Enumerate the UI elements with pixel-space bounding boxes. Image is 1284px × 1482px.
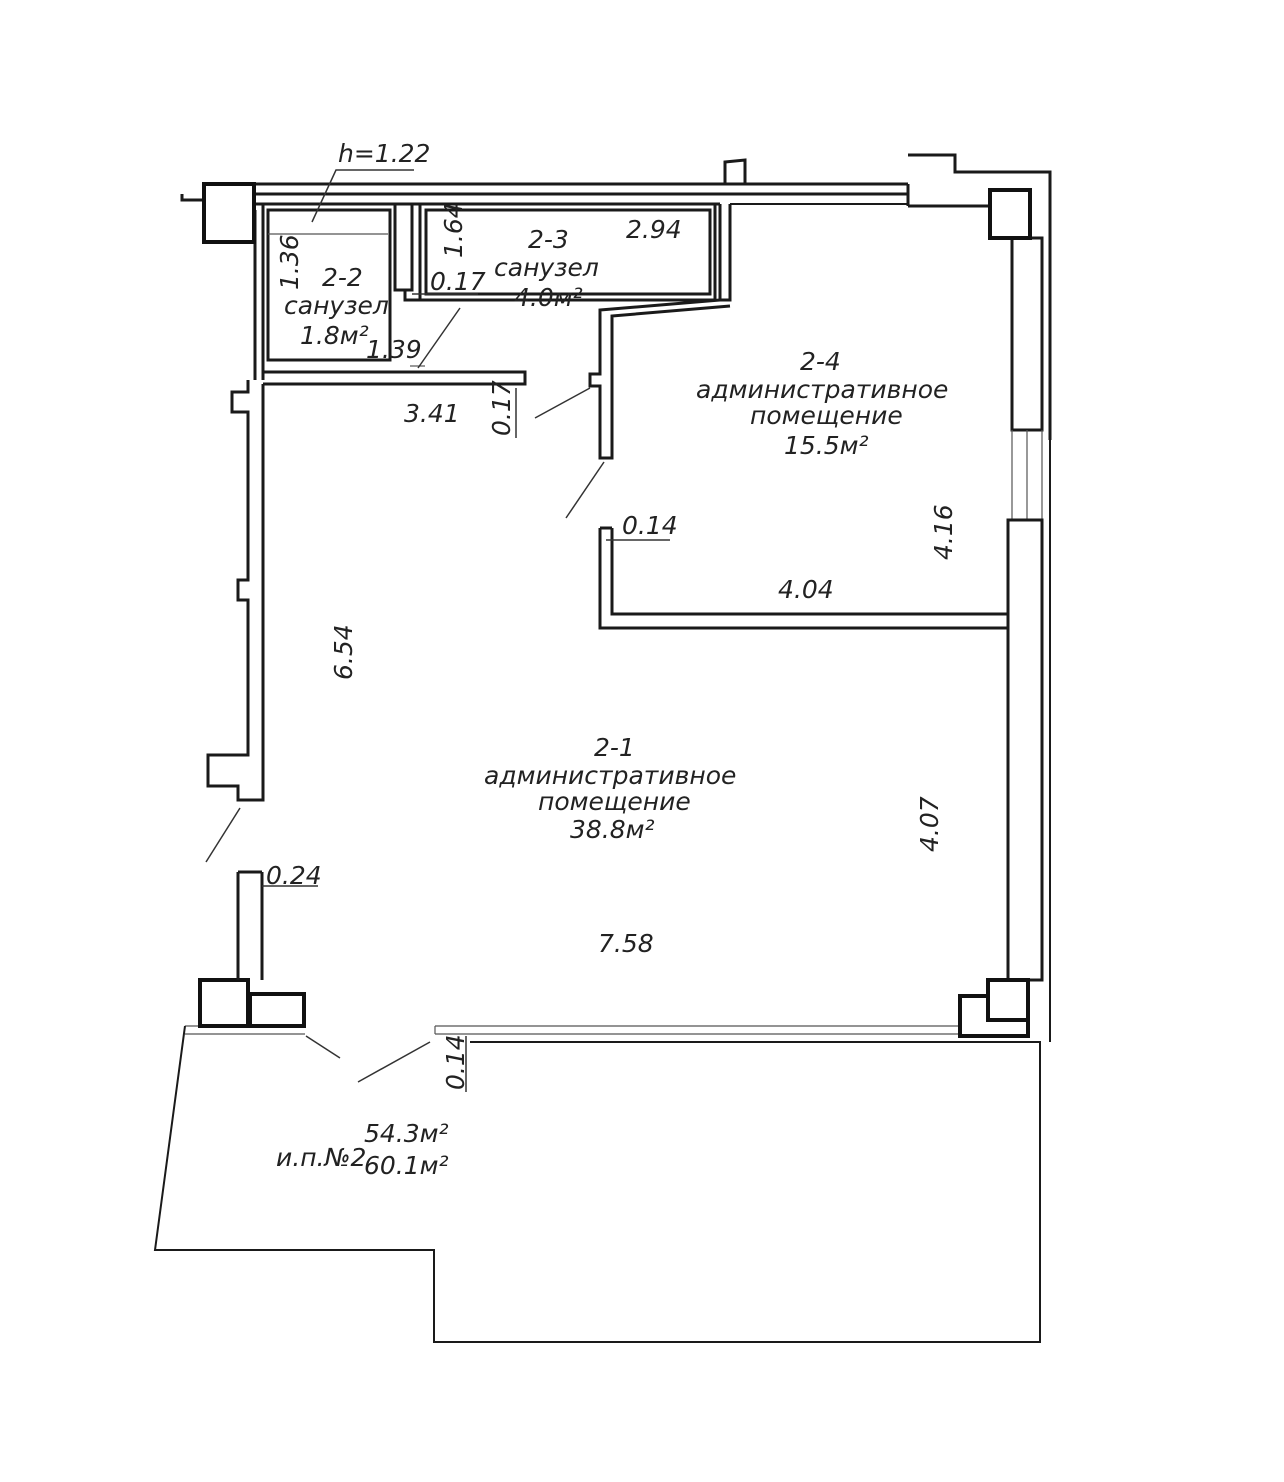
dim-6-54: 6.54 bbox=[329, 624, 358, 680]
dim-0-14-a: 0.14 bbox=[622, 511, 678, 540]
dim-3-41: 3.41 bbox=[404, 399, 460, 428]
dim-4-07: 4.07 bbox=[915, 796, 944, 852]
dim-4-04: 4.04 bbox=[778, 575, 834, 604]
dim-1-39: 1.39 bbox=[366, 335, 422, 364]
room-2-4-name-line2: помещение bbox=[750, 401, 903, 430]
column-bottom-left-2 bbox=[248, 992, 306, 1028]
top-wall-notch bbox=[723, 158, 747, 184]
column-bottom-left bbox=[198, 978, 250, 1028]
column-bottom-right-inner bbox=[986, 978, 1030, 1022]
room-2-1-number: 2-1 bbox=[594, 733, 635, 762]
room-2-4-name-line1: административное bbox=[696, 375, 948, 404]
room-2-2-name: санузел bbox=[284, 291, 389, 320]
dim-0-24: 0.24 bbox=[266, 861, 322, 890]
room-2-2-area: 1.8м² bbox=[300, 321, 369, 350]
dim-1-64: 1.64 bbox=[439, 202, 468, 258]
door-leader-2-4 bbox=[534, 387, 591, 419]
room-2-4-area: 15.5м² bbox=[784, 431, 869, 460]
partition-2-4-bottom bbox=[598, 526, 1008, 630]
right-window-gap bbox=[1011, 430, 1043, 520]
room-2-1-name-line2: помещение bbox=[538, 787, 691, 816]
terrace-outline bbox=[153, 1025, 1041, 1343]
bottom-glazing bbox=[434, 1025, 960, 1035]
door-arc-2-4 bbox=[565, 461, 605, 519]
column-top-right bbox=[988, 188, 1032, 240]
entrance-door-line bbox=[205, 807, 241, 863]
room-2-2-number-label: 2-2 bbox=[322, 263, 363, 292]
column-top-left bbox=[202, 182, 256, 244]
dim-0-17-a: 0.17 bbox=[430, 267, 486, 296]
room-2-3-area: 4.0м² bbox=[514, 283, 583, 312]
room-2-4-number: 2-4 bbox=[800, 347, 841, 376]
left-wall bbox=[206, 210, 265, 802]
dim-7-58: 7.58 bbox=[598, 929, 654, 958]
right-wall-upper bbox=[1010, 236, 1044, 432]
dim-4-16: 4.16 bbox=[929, 504, 958, 560]
unit-area-1: 54.3м² bbox=[364, 1119, 449, 1148]
dim-0-14-b: 0.14 bbox=[441, 1034, 470, 1090]
leader-1-39 bbox=[417, 307, 461, 369]
room-2-1-name-line1: административное bbox=[484, 761, 736, 790]
dim-1-36: 1.36 bbox=[275, 234, 304, 290]
dim-h: h=1.22 bbox=[338, 139, 430, 168]
partition-2-4-left bbox=[588, 204, 732, 460]
dim-0-17-b: 0.17 bbox=[487, 380, 516, 436]
wc-2-3-walls bbox=[418, 204, 717, 302]
h-leader bbox=[311, 169, 414, 223]
shaft bbox=[393, 204, 422, 302]
unit-area-2: 60.1м² bbox=[364, 1151, 449, 1180]
room-2-1-area: 38.8м² bbox=[570, 815, 655, 844]
entrance-door-line-3 bbox=[357, 1041, 431, 1083]
top-right-block bbox=[908, 153, 1052, 440]
top-wall bbox=[255, 182, 910, 206]
left-wall-top-stub bbox=[180, 194, 204, 202]
room-2-3-name: санузел bbox=[494, 253, 599, 282]
right-wall-lower bbox=[1006, 518, 1044, 982]
corridor-wall bbox=[263, 370, 527, 386]
entrance-pier bbox=[236, 870, 264, 980]
entrance-door-line-2 bbox=[305, 1035, 341, 1059]
unit-label: и.п.№2 bbox=[276, 1143, 366, 1172]
room-2-3-number: 2-3 bbox=[528, 225, 569, 254]
dim-2-94: 2.94 bbox=[626, 215, 682, 244]
